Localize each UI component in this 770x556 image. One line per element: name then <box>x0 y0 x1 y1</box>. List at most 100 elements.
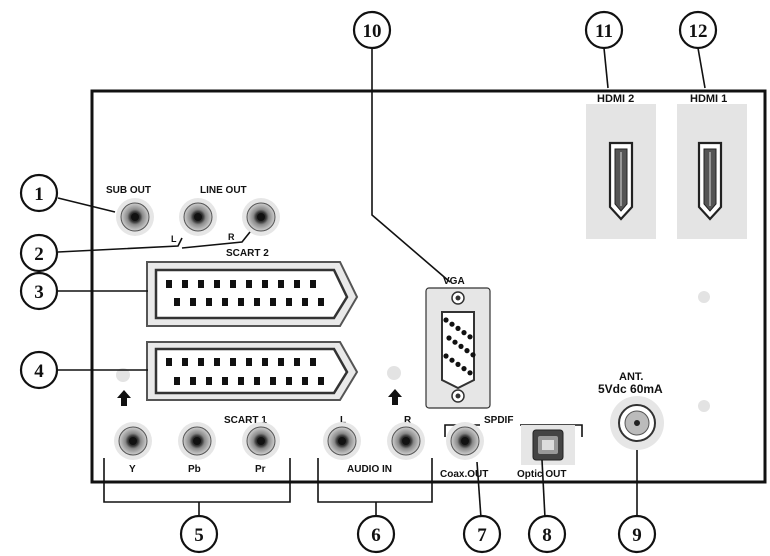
hdmi2-port <box>608 141 634 221</box>
vga-label: VGA <box>443 276 465 287</box>
scart-pin <box>286 377 292 385</box>
line-out-left-label: L <box>171 234 177 244</box>
scart-pin <box>246 280 252 288</box>
ant-label: ANT. <box>619 371 643 383</box>
hdmi2-label: HDMI 2 <box>597 93 634 105</box>
component-pr-jack <box>241 421 281 461</box>
component-y-label: Y <box>129 464 136 475</box>
scart-pin <box>206 377 212 385</box>
scart-pin <box>230 358 236 366</box>
component-group-bracket <box>103 458 291 503</box>
component-pb-jack <box>177 421 217 461</box>
panel-hole <box>698 400 710 412</box>
panel-hole <box>698 291 710 303</box>
scart-pin <box>278 280 284 288</box>
scart-pin <box>286 298 292 306</box>
svg-text:11: 11 <box>595 21 613 42</box>
scart-pin <box>198 280 204 288</box>
vga-pin <box>461 366 467 372</box>
vga-pin <box>467 370 473 376</box>
callout-leaders <box>57 47 706 524</box>
vga-connector <box>425 287 491 409</box>
callout-1: 1 <box>19 173 59 213</box>
scart-pin <box>222 298 228 306</box>
scart-pin <box>166 280 172 288</box>
hdmi1-port <box>697 141 723 221</box>
vga-pin <box>443 317 449 323</box>
audio-in-left-label: L <box>340 415 346 426</box>
line-out-left-jack <box>178 197 218 237</box>
scart-pin <box>222 377 228 385</box>
indicator-hole-left <box>116 368 130 382</box>
svg-text:10: 10 <box>363 21 382 42</box>
scart-pin <box>270 377 276 385</box>
arrow-up-icon <box>117 390 131 406</box>
callout-9: 9 <box>617 514 657 554</box>
coax-out-jack <box>445 421 485 461</box>
line-out-right-label: R <box>228 232 235 242</box>
vga-pin <box>443 353 449 359</box>
sub-out-jack <box>115 197 155 237</box>
coax-out-label: Coax.OUT <box>440 469 488 480</box>
vga-pin <box>452 339 458 345</box>
scart-pin <box>214 358 220 366</box>
vga-pin <box>449 357 455 363</box>
scart1-connector <box>146 341 359 401</box>
vga-pin <box>470 352 476 358</box>
scart-pin <box>182 280 188 288</box>
line-out-label: LINE OUT <box>200 185 247 196</box>
vga-pin <box>446 335 452 341</box>
audio-in-label: AUDIO IN <box>347 464 392 475</box>
scart-pin <box>278 358 284 366</box>
scart-pin <box>302 298 308 306</box>
svg-text:2: 2 <box>34 244 44 265</box>
svg-text:1: 1 <box>34 184 44 205</box>
callout-4: 4 <box>19 350 59 390</box>
scart-pin <box>270 298 276 306</box>
scart-pin <box>318 377 324 385</box>
vga-pin <box>461 330 467 336</box>
scart-pin <box>174 298 180 306</box>
audio-in-group-bracket <box>317 458 433 503</box>
callout-8: 8 <box>527 514 567 554</box>
scart2-connector <box>146 261 359 327</box>
sub-out-label: SUB OUT <box>106 185 151 196</box>
svg-text:7: 7 <box>477 525 487 546</box>
scart-pin <box>238 377 244 385</box>
component-pr-label: Pr <box>255 464 266 475</box>
scart-pin <box>294 280 300 288</box>
arrow-up-icon <box>388 389 402 405</box>
hdmi1-label: HDMI 1 <box>690 93 727 105</box>
callout-11: 11 <box>584 10 624 50</box>
callout-6: 6 <box>356 514 396 554</box>
callout-2: 2 <box>19 233 59 273</box>
scart-pin <box>190 377 196 385</box>
scart-pin <box>310 280 316 288</box>
vga-pin <box>467 334 473 340</box>
scart-pin <box>238 298 244 306</box>
audio-in-left-jack <box>322 421 362 461</box>
scart-pin <box>230 280 236 288</box>
callout-10: 10 <box>352 10 392 50</box>
scart-pin <box>174 377 180 385</box>
scart-pin <box>254 298 260 306</box>
audio-in-right-label: R <box>404 415 412 426</box>
vga-pin <box>455 361 461 367</box>
audio-in-right-jack <box>386 421 426 461</box>
svg-text:8: 8 <box>542 525 552 546</box>
spdif-label: SPDIF <box>484 415 513 426</box>
callout-12: 12 <box>678 10 718 50</box>
indicator-hole-right <box>387 366 401 380</box>
scart-pin <box>318 298 324 306</box>
vga-pin <box>455 325 461 331</box>
callout-3: 3 <box>19 271 59 311</box>
scart-pin <box>206 298 212 306</box>
svg-text:12: 12 <box>689 21 708 42</box>
line-out-right-jack <box>241 197 281 237</box>
optical-out-jack <box>521 425 575 465</box>
callout-7: 7 <box>462 514 502 554</box>
vga-pin <box>449 321 455 327</box>
scart-pin <box>302 377 308 385</box>
svg-text:6: 6 <box>371 525 381 546</box>
